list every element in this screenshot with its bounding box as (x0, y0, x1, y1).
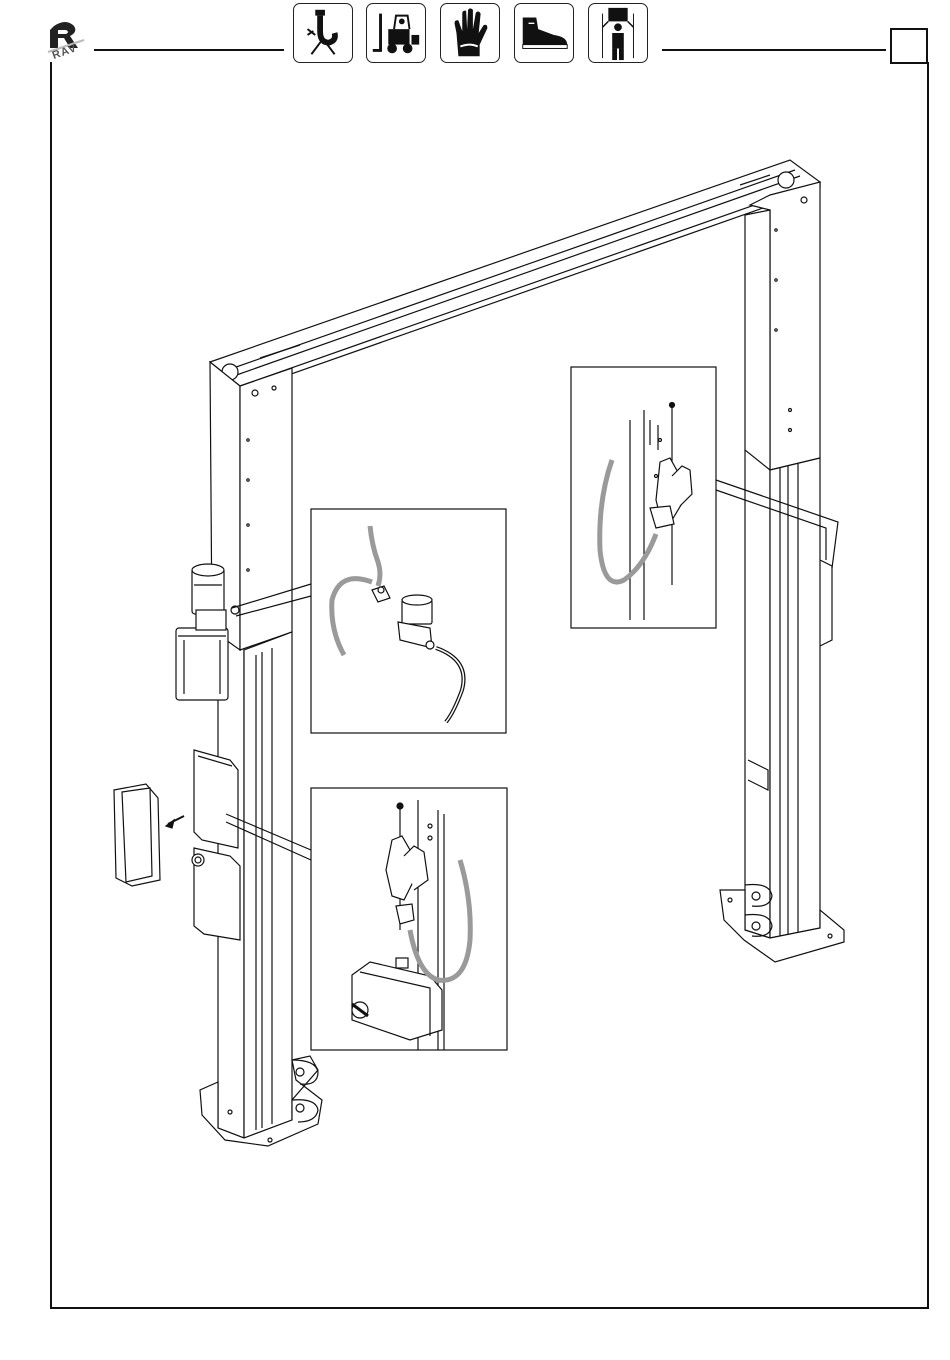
detail-panel-control-box (311, 788, 507, 1050)
detail-panel-hydraulic-fitting (311, 509, 506, 733)
detail-panel-right-valve (571, 367, 716, 628)
control-boxes (192, 750, 240, 940)
removed-cover (114, 784, 184, 886)
right-column-upper (745, 182, 820, 470)
top-crossbeam (210, 160, 820, 392)
right-column-lower (745, 450, 832, 938)
